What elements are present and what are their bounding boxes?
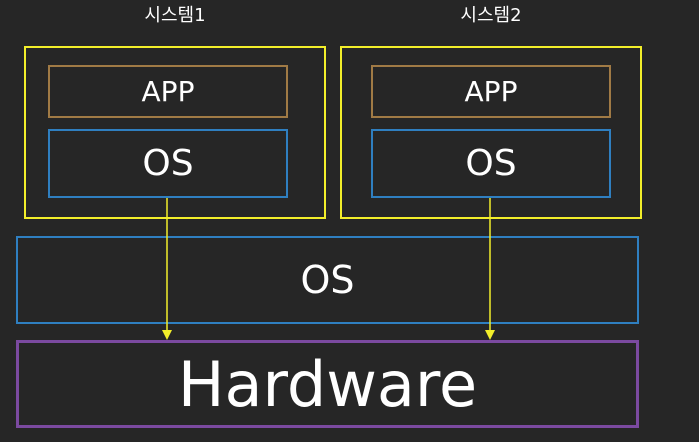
system-2-app-box: APP (371, 65, 611, 118)
system-2-title: 시스템2 (460, 5, 522, 26)
system-2-os-label: OS (465, 143, 517, 184)
hardware-box: Hardware (16, 340, 639, 428)
system-2-frame (340, 46, 642, 219)
host-os-box: OS (16, 236, 639, 324)
system-2-os-box: OS (371, 129, 611, 198)
system-1-os-label: OS (142, 143, 194, 184)
hardware-label: Hardware (177, 347, 478, 421)
system-1-app-label: APP (141, 75, 195, 108)
system-1-os-box: OS (48, 129, 288, 198)
arrow-head-icon (162, 330, 172, 340)
system-1-app-box: APP (48, 65, 288, 118)
system-2-app-label: APP (464, 75, 518, 108)
arrow-head-icon (485, 330, 495, 340)
host-os-label: OS (300, 258, 355, 302)
system-1-frame (24, 46, 326, 219)
system-1-title: 시스템1 (144, 5, 206, 26)
